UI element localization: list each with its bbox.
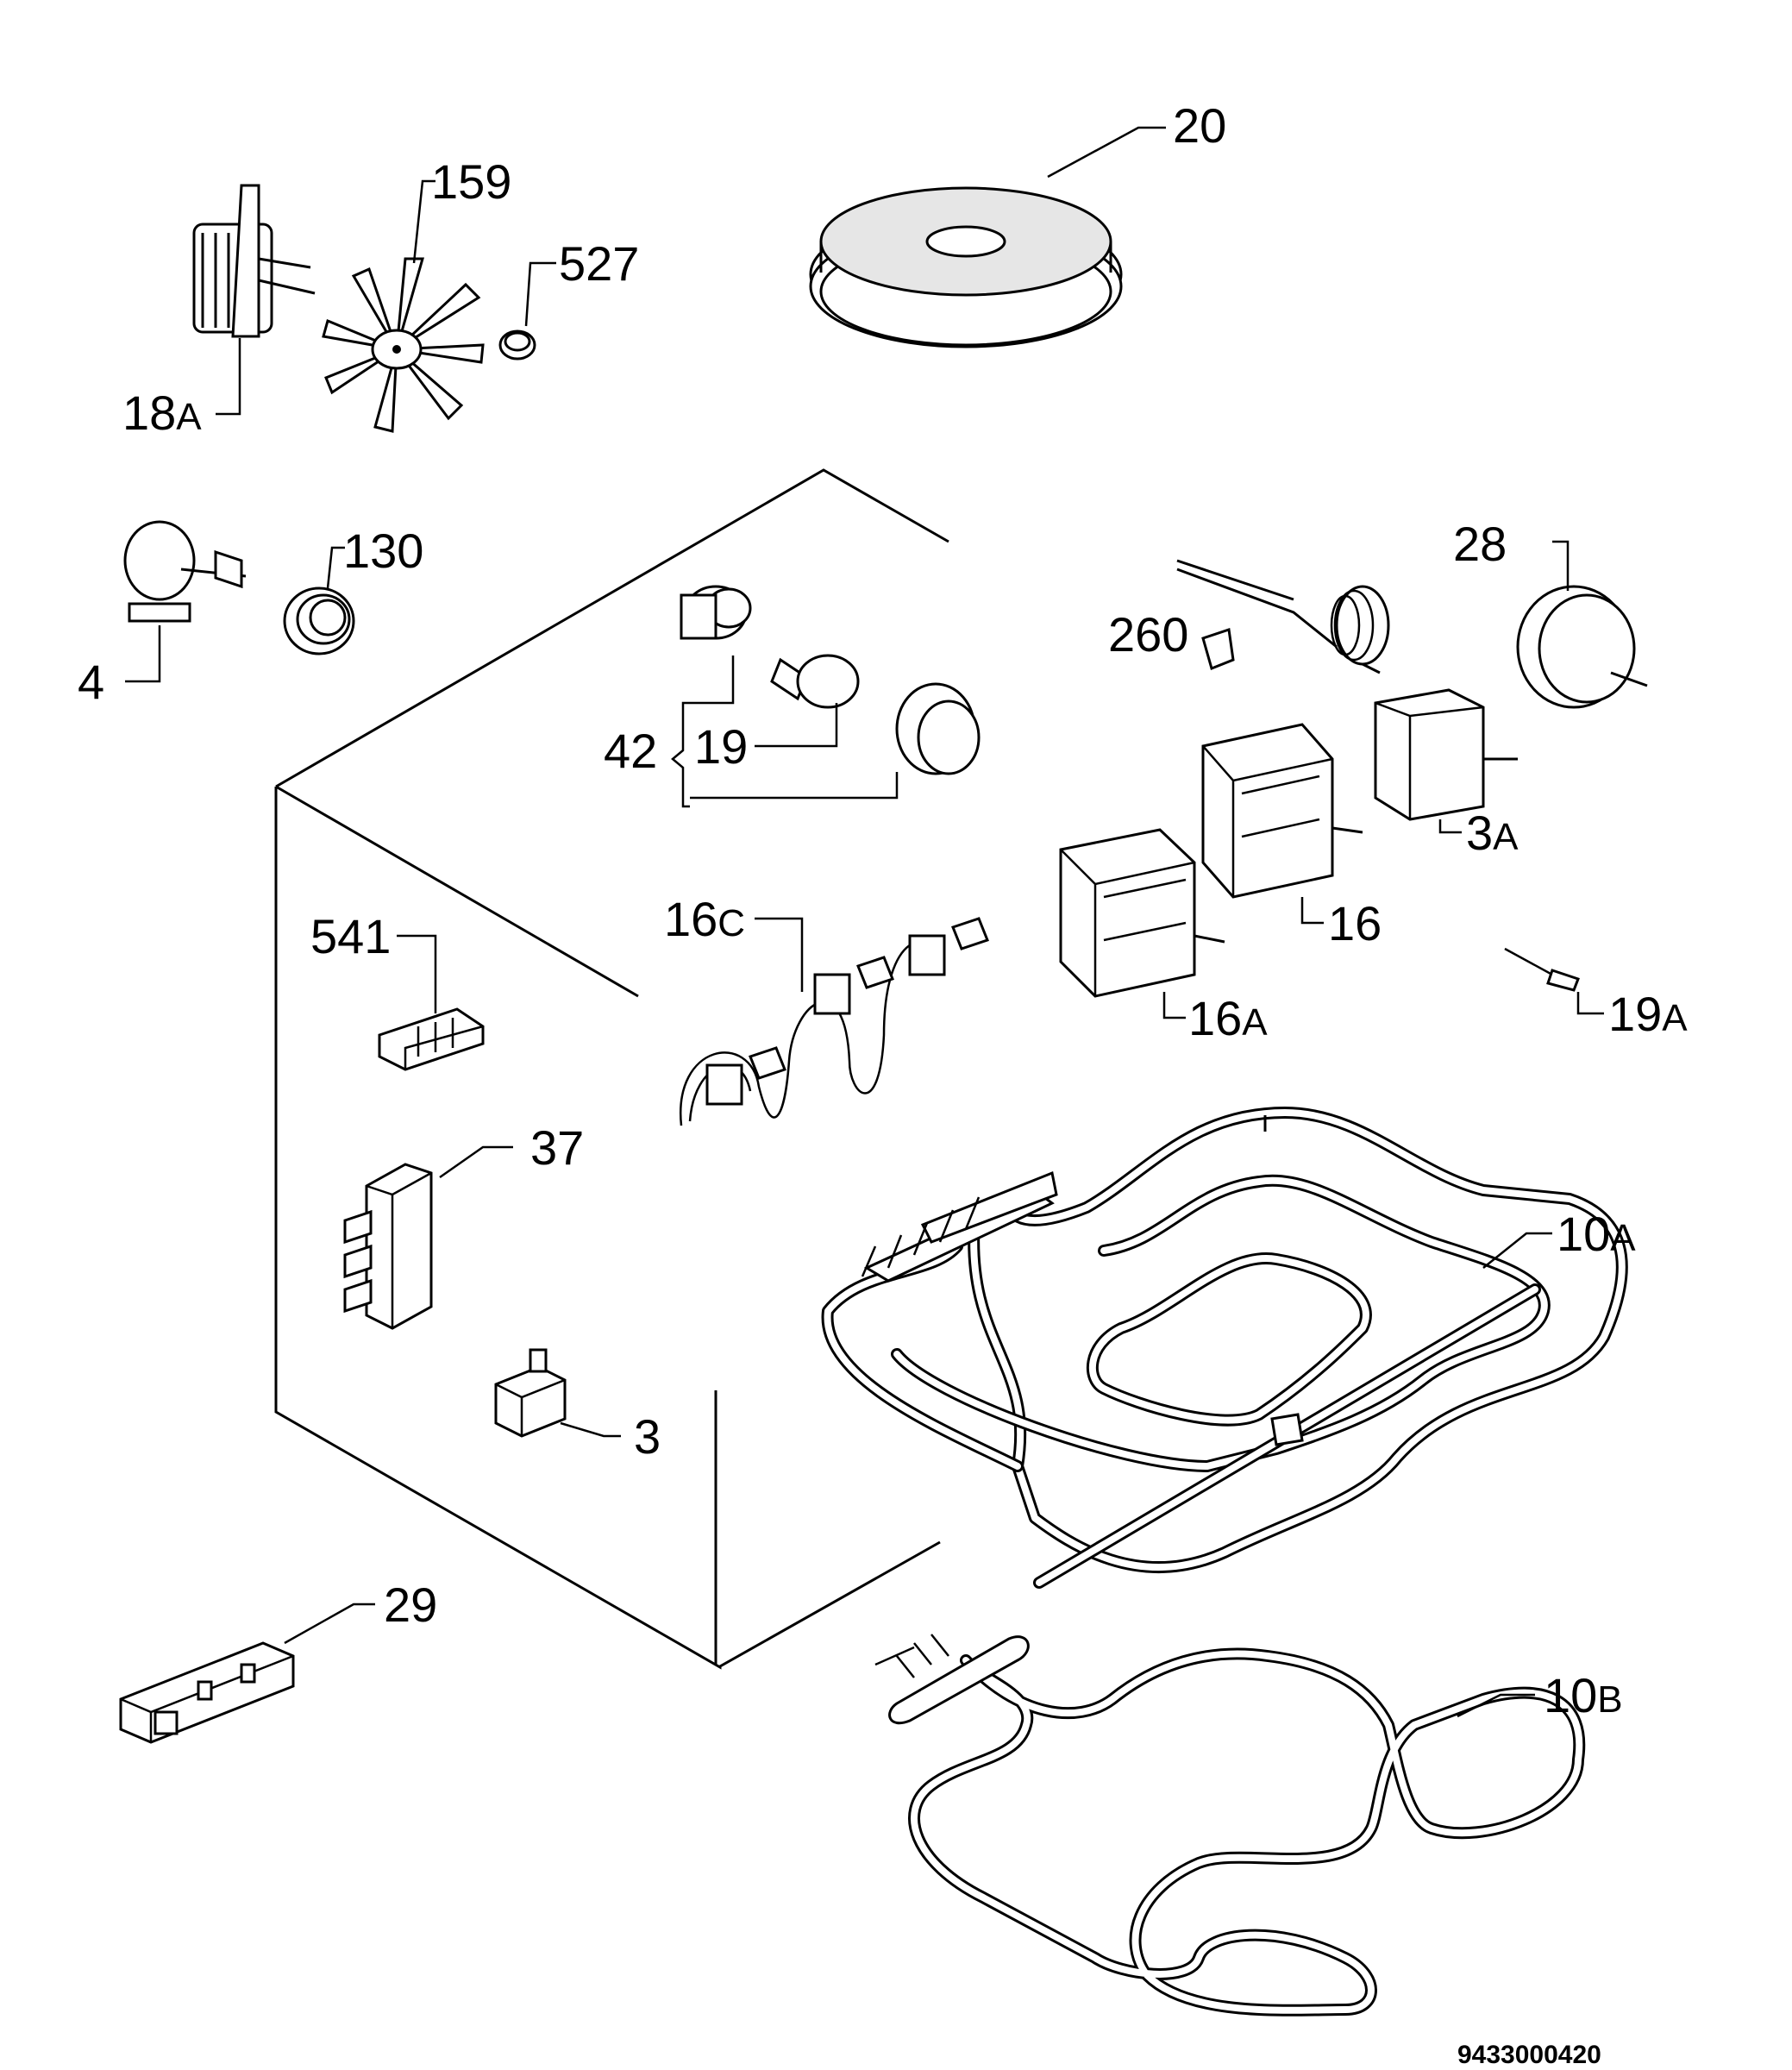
part-3a-thermostat — [1176, 559, 1518, 821]
callout-260: 260 — [1108, 607, 1188, 662]
part-541-terminal-block — [378, 1007, 485, 1071]
leader-20 — [1047, 126, 1166, 179]
callout-19a: 19A — [1608, 987, 1688, 1041]
callout-16a: 16A — [1188, 991, 1268, 1045]
callout-42: 42 — [604, 724, 657, 778]
leader-4 — [125, 625, 161, 683]
leader-42-a — [690, 656, 735, 705]
leader-527 — [524, 261, 556, 327]
leader-541 — [397, 934, 437, 1013]
callout-527: 527 — [559, 236, 639, 291]
part-19a-indicator-lamp — [1504, 947, 1580, 992]
leader-3 — [560, 1421, 621, 1438]
part-4-motor — [123, 520, 247, 623]
part-527-nut — [498, 329, 536, 361]
document-number: 9433000420 — [1457, 2041, 1601, 2069]
leader-10b — [1457, 1693, 1535, 1718]
part-16-selector-switch — [1201, 723, 1363, 899]
leader-28 — [1552, 540, 1570, 591]
brace-42 — [671, 701, 690, 808]
part-16a-selector-switch — [1059, 828, 1225, 998]
callout-20: 20 — [1173, 98, 1226, 153]
callout-159: 159 — [431, 154, 511, 209]
callout-541: 541 — [310, 909, 391, 963]
part-10b-bottom-element — [874, 1634, 1586, 2017]
leader-10a — [1482, 1232, 1552, 1269]
part-37-connector-block — [343, 1163, 433, 1330]
part-42-lamp-holder — [680, 585, 752, 640]
part-19-lamp-bulb — [770, 654, 860, 709]
leader-16c — [755, 917, 804, 992]
leader-16a — [1162, 992, 1186, 1019]
callout-19: 19 — [694, 719, 748, 774]
callout-37: 37 — [530, 1120, 584, 1175]
part-29-component-block — [119, 1641, 295, 1744]
part-130-seal-ring — [283, 586, 355, 656]
callout-28: 28 — [1453, 517, 1507, 571]
leader-42-b — [690, 772, 899, 800]
leader-3a — [1438, 819, 1462, 834]
leader-19 — [755, 703, 838, 748]
callout-10a: 10A — [1557, 1207, 1636, 1261]
callout-130: 130 — [343, 524, 423, 578]
part-16c-wiring-harness — [680, 917, 989, 1126]
leader-130 — [326, 546, 345, 589]
leader-16 — [1300, 897, 1324, 925]
callout-16: 16 — [1328, 896, 1382, 950]
part-20-circular-element — [809, 186, 1123, 348]
leader-159 — [412, 179, 435, 264]
part-18a-fan-motor — [192, 184, 316, 338]
callout-4: 4 — [78, 655, 104, 709]
leader-18a — [216, 338, 241, 416]
callout-10b: 10B — [1544, 1668, 1623, 1722]
callout-3a: 3A — [1466, 806, 1519, 860]
part-260-clip — [1201, 628, 1235, 671]
part-10a-grill-element — [821, 1107, 1628, 1589]
leader-29 — [284, 1603, 375, 1645]
callout-16c: 16C — [664, 892, 745, 946]
leader-19a — [1576, 992, 1604, 1015]
callout-3: 3 — [634, 1409, 661, 1464]
oven-cabinet-outline — [274, 468, 949, 1670]
part-159-fan-blade — [322, 257, 485, 433]
part-28-knob — [1516, 585, 1648, 709]
callout-29: 29 — [384, 1578, 437, 1632]
callout-18a: 18A — [122, 386, 202, 440]
part-42-lamp-cover — [895, 682, 981, 775]
leader-37 — [439, 1145, 513, 1179]
part-3-switch — [494, 1348, 567, 1438]
